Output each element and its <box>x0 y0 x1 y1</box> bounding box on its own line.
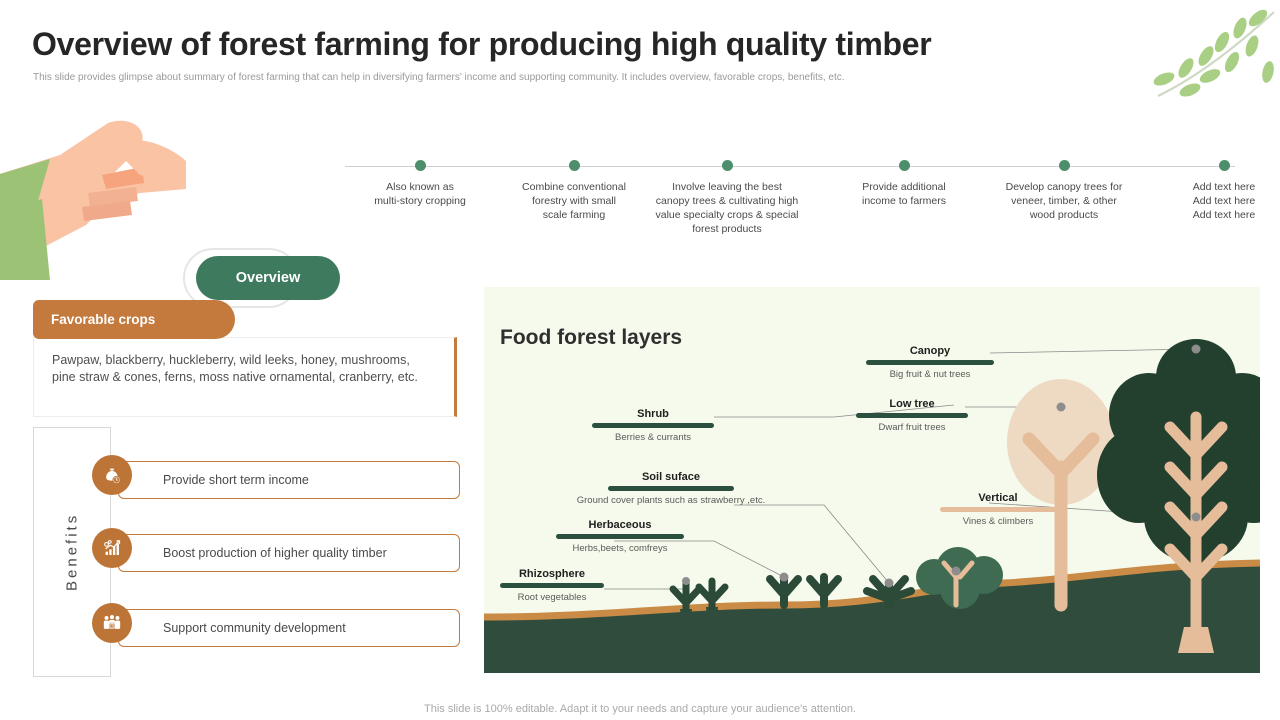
layer-low-tree: Low tree Dwarf fruit trees <box>856 398 968 433</box>
layer-bar <box>500 583 604 588</box>
timeline-axis <box>345 166 1235 167</box>
benefit-label: Boost production of higher quality timbe… <box>118 534 460 572</box>
page-title: Overview of forest farming for producing… <box>32 26 932 62</box>
layer-bar <box>592 423 714 428</box>
timeline-line: Provide additional <box>862 181 946 193</box>
timeline-node-label: Add text here Add text here Add text her… <box>1139 180 1280 222</box>
timeline-line: Add text here <box>1192 195 1256 207</box>
layer-name: Soil suface <box>641 471 701 483</box>
timeline-dot <box>898 160 910 171</box>
illustration-title: Food forest layers <box>500 326 683 349</box>
layer-bar <box>856 413 968 418</box>
layer-desc: Dwarf fruit trees <box>878 422 946 433</box>
favorable-crops-heading: Favorable crops <box>33 300 235 339</box>
layer-vertical: Vertical Vines & climbers <box>940 492 1056 527</box>
layer-name: Canopy <box>909 345 951 357</box>
timeline-line: forest products <box>692 223 762 235</box>
timeline-line: forestry with small <box>531 195 616 207</box>
benefit-row[interactable]: Provide short term income <box>92 455 460 499</box>
timeline-line: Involve leaving the best <box>672 181 782 193</box>
timeline: Overview Also known as multi-story cropp… <box>0 110 1280 308</box>
layer-desc: Vines & climbers <box>962 516 1034 527</box>
timeline-line: scale farming <box>542 209 606 221</box>
timeline-line: multi-story cropping <box>374 195 466 207</box>
timeline-node-5[interactable]: Develop canopy trees for veneer, timber,… <box>979 110 1149 222</box>
timeline-node-label: Involve leaving the best canopy trees & … <box>629 180 825 236</box>
layer-bar <box>556 534 684 539</box>
benefit-label: Provide short term income <box>118 461 460 499</box>
timeline-node-label: Provide additional income to farmers <box>819 180 989 208</box>
overview-badge[interactable]: Overview <box>196 256 340 300</box>
layer-shrub: Shrub Berries & currants <box>592 408 714 443</box>
layer-name: Shrub <box>637 408 669 420</box>
layer-name: Rhizosphere <box>518 568 585 580</box>
layer-name: Vertical <box>978 492 1018 504</box>
money-bag-clock-icon <box>92 455 132 495</box>
timeline-node-label: Develop canopy trees for veneer, timber,… <box>979 180 1149 222</box>
timeline-dot <box>568 160 580 171</box>
timeline-line: Also known as <box>386 181 454 193</box>
layer-bar <box>866 360 994 365</box>
timeline-line: Combine conventional <box>522 181 626 193</box>
leaf-branch-icon <box>1153 9 1275 97</box>
favorable-crops-body: Pawpaw, blackberry, huckleberry, wild le… <box>33 337 457 417</box>
layer-name: Low tree <box>889 398 935 410</box>
timeline-dot <box>414 160 426 171</box>
timeline-line: canopy trees & cultivating high <box>655 195 799 207</box>
layer-desc: Herbs,beets, comfreys <box>572 543 668 554</box>
layer-soil-surface: Soil suface Ground cover plants such as … <box>577 471 766 506</box>
layer-canopy: Canopy Big fruit & nut trees <box>866 345 994 380</box>
people-group-icon <box>92 603 132 643</box>
timeline-line: veneer, timber, & other <box>1011 195 1117 207</box>
timeline-node-6[interactable]: Add text here Add text here Add text her… <box>1139 110 1280 222</box>
timeline-node-4[interactable]: Provide additional income to farmers <box>819 110 989 208</box>
timeline-node-label: Combine conventional forestry with small… <box>489 180 659 222</box>
layer-herbaceous: Herbaceous Herbs,beets, comfreys <box>556 519 684 554</box>
layer-desc: Big fruit & nut trees <box>889 369 971 380</box>
layer-bar <box>940 507 1056 512</box>
timeline-node-1[interactable]: Also known as multi-story cropping <box>335 110 505 208</box>
benefit-label: Support community development <box>118 609 460 647</box>
timeline-line: Develop canopy trees for <box>1005 181 1123 193</box>
timeline-dot <box>721 160 733 171</box>
favorable-crops-card: Favorable crops Pawpaw, blackberry, huck… <box>33 300 457 417</box>
timeline-line: value specialty crops & special <box>655 209 799 221</box>
layer-name: Herbaceous <box>588 519 652 531</box>
benefit-row[interactable]: Support community development <box>92 603 460 647</box>
timeline-node-2[interactable]: Combine conventional forestry with small… <box>489 110 659 222</box>
layer-desc: Ground cover plants such as strawberry ,… <box>576 495 766 506</box>
timeline-node-3[interactable]: Involve leaving the best canopy trees & … <box>629 110 825 236</box>
growth-chart-gear-icon <box>92 528 132 568</box>
layer-desc: Root vegetables <box>517 592 587 603</box>
timeline-line: income to farmers <box>861 195 947 207</box>
timeline-line: Add text here <box>1192 209 1256 221</box>
timeline-dot <box>1218 160 1230 171</box>
layer-rhizosphere: Rhizosphere Root vegetables <box>500 568 604 603</box>
benefit-row[interactable]: Boost production of higher quality timbe… <box>92 528 460 572</box>
timeline-node-label: Also known as multi-story cropping <box>335 180 505 208</box>
layer-bar <box>608 486 734 491</box>
forest-scene-graphic <box>484 339 1260 673</box>
hand-pointing-icon <box>0 120 186 280</box>
page-subtitle: This slide provides glimpse about summar… <box>33 72 845 83</box>
timeline-line: Add text here <box>1192 181 1256 193</box>
timeline-line: wood products <box>1029 209 1099 221</box>
timeline-dot <box>1058 160 1070 171</box>
food-forest-illustration: Food forest layers <box>484 287 1260 673</box>
layer-desc: Berries & currants <box>614 432 692 443</box>
footer-note: This slide is 100% editable. Adapt it to… <box>424 703 856 715</box>
